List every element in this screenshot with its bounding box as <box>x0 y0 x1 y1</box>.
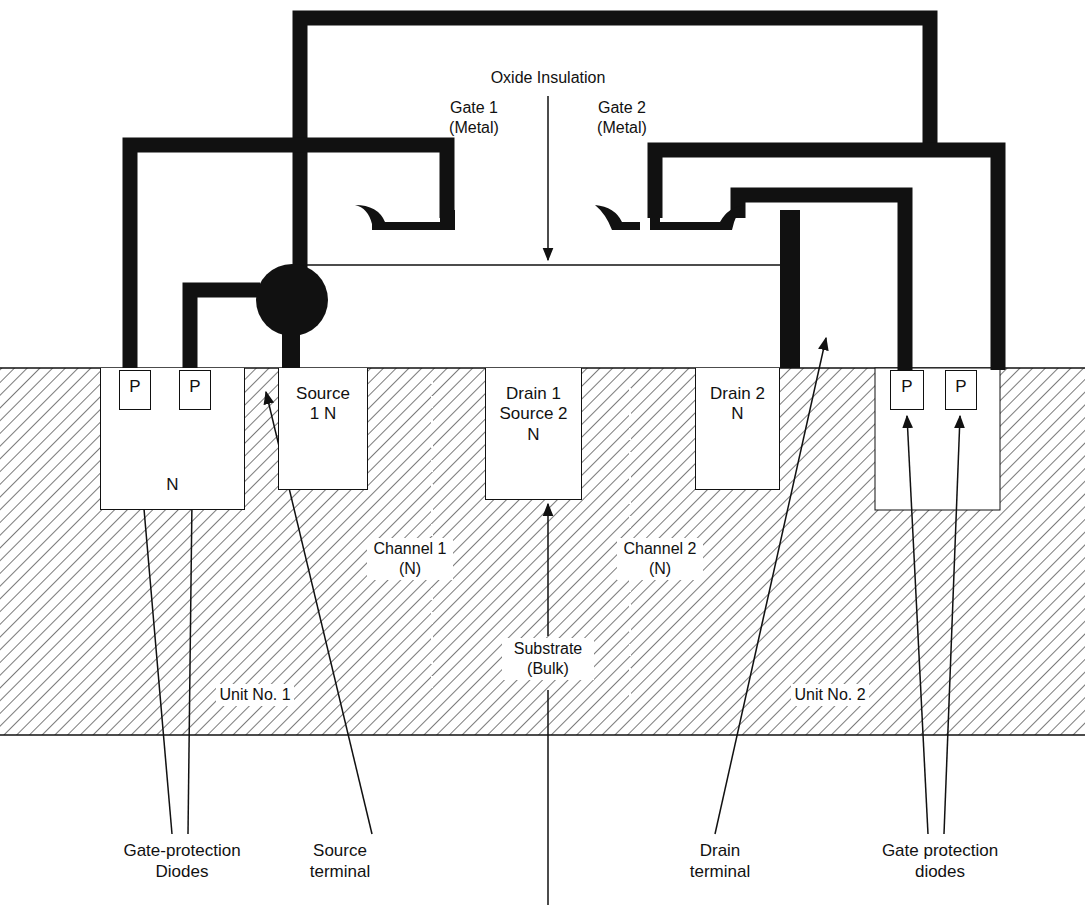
leader-lines <box>136 96 960 905</box>
region-label: P <box>122 377 148 397</box>
drain-region: Drain 2 N <box>695 368 780 490</box>
n-well: N P P <box>100 368 245 510</box>
part-label: Channel 1 (N) <box>367 538 453 580</box>
part-label: Substrate (Bulk) <box>502 638 594 680</box>
oxide-line <box>300 264 780 266</box>
gate-electrode <box>595 205 745 230</box>
part-label: Oxide Insulation <box>448 68 648 88</box>
part-label: Gate-protection Diodes <box>107 840 257 883</box>
drain-source-region: Drain 1 Source 2 N <box>485 368 582 500</box>
region-label: Drain 1 Source 2 N <box>496 384 572 445</box>
part-label: Unit No. 1 <box>216 684 293 706</box>
part-label: Gate protection diodes <box>865 840 1015 883</box>
region-label: P <box>948 377 974 397</box>
p-region: P <box>119 370 151 410</box>
p-region: P <box>945 370 977 410</box>
part-label: Source terminal <box>292 840 388 883</box>
part-label: Gate 2 (Metal) <box>584 98 660 138</box>
region-label: Source 1 N <box>294 384 352 425</box>
substrate-hatch <box>0 368 1085 735</box>
source-region: Source 1 N <box>278 368 368 490</box>
region-label: N <box>153 475 193 495</box>
region-label: P <box>894 377 920 397</box>
gate-electrode <box>355 205 455 230</box>
metal-traces <box>130 18 998 370</box>
source-contact <box>282 320 300 368</box>
part-label: Unit No. 2 <box>791 684 868 706</box>
n-well <box>875 368 1000 510</box>
part-label: Drain terminal <box>672 840 768 883</box>
region-label: Drain 2 N <box>706 384 770 425</box>
p-region: P <box>890 370 924 410</box>
p-region: P <box>179 370 211 410</box>
part-label: Gate 1 (Metal) <box>436 98 512 138</box>
region-label: P <box>182 377 208 397</box>
part-label: Channel 2 (N) <box>617 538 703 580</box>
drain-terminal-bar <box>780 210 800 368</box>
